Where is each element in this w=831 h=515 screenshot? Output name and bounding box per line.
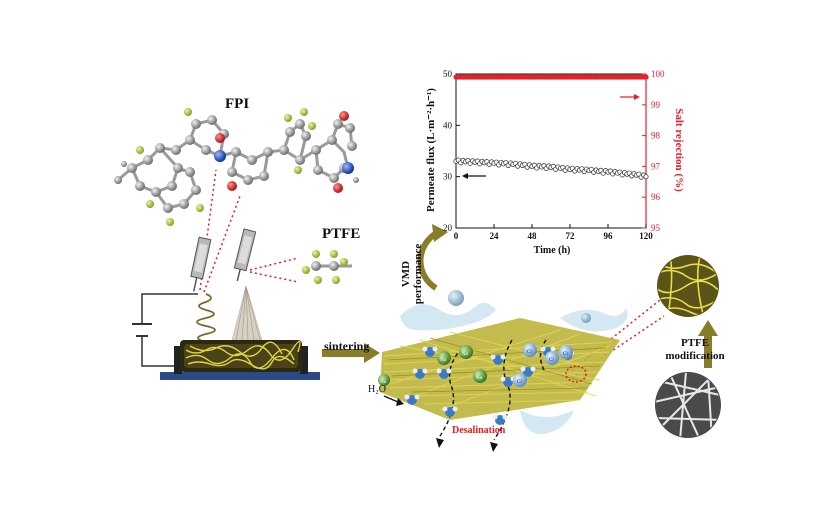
flux-point: [643, 174, 649, 180]
y-axis-label-left: Permeate flux (L·m⁻²·h⁻¹): [425, 88, 437, 212]
membrane-scene: [378, 290, 628, 452]
y-left-tick-label: 30: [443, 172, 453, 182]
rejection-series: [453, 74, 649, 80]
sintering-arrow: [322, 343, 380, 363]
water-molecules: [404, 346, 574, 425]
flux-series: [453, 157, 649, 180]
cl-label: Cl: [527, 350, 532, 355]
na-label: Na: [440, 358, 447, 363]
plot-area: [455, 73, 647, 229]
y-right-tick-label: 97: [651, 161, 661, 171]
y-right-tick-label: 100: [651, 69, 665, 79]
cl-label: Cl: [517, 380, 522, 385]
cl-label: Cl: [549, 358, 554, 363]
electrospinning-setup: [132, 228, 320, 380]
sem-image-modified: [657, 255, 719, 317]
na-label: Na: [380, 380, 387, 385]
x-tick-label: 96: [604, 231, 614, 241]
vmd-line2: performance: [412, 243, 424, 305]
x-axis-label: Time (h): [534, 245, 571, 256]
vmd-curved-arrow: [417, 224, 448, 291]
flux-axis-arrow: [462, 173, 486, 179]
fpi-molecule: [114, 108, 359, 226]
x-tick-label: 24: [490, 231, 500, 241]
rejection-axis-arrow: [620, 94, 640, 100]
ptfe-label: PTFE: [322, 226, 361, 242]
y-left-tick-label: 50: [443, 69, 453, 79]
x-tick-label: 0: [454, 231, 459, 241]
na-label: Na: [476, 376, 483, 381]
vmd-performance-label: VMD performance: [400, 242, 424, 306]
chart-frame: [455, 73, 647, 229]
ptfe-modification-line1: PTFE: [680, 337, 710, 349]
sintering-label: sintering: [324, 339, 370, 353]
y-right-tick-label: 95: [651, 223, 661, 233]
ptfe-modification-line2: modification: [665, 350, 725, 362]
cl-ions: [513, 343, 573, 387]
y-axis-label-right: Salt rejection (%): [673, 108, 685, 192]
y-left-tick-label: 20: [443, 223, 453, 233]
h2o-label: H₂O: [368, 384, 386, 395]
cl-label: Cl: [563, 352, 568, 357]
y-left-tick-label: 40: [443, 120, 453, 130]
chart-ticks: [455, 73, 647, 229]
na-label: Na: [462, 352, 469, 357]
flux-rejection-chart: 0 24 48 72 96 120 20 30 40 50 95 96 97 98 99 100 Permea…: [425, 69, 685, 256]
y-right-tick-label: 99: [651, 100, 661, 110]
rejection-point: [643, 74, 649, 80]
na-ions: [378, 345, 487, 386]
ptfe-molecule: [302, 250, 352, 284]
y-right-tick-label: 96: [651, 192, 661, 202]
x-tick-label: 48: [528, 231, 538, 241]
desalination-label: Desalination: [452, 425, 506, 436]
fpi-label: FPI: [225, 96, 250, 112]
vmd-line1: VMD: [400, 260, 412, 288]
sem-image-pristine: [655, 372, 721, 438]
chart-tick-labels: 0 24 48 72 96 120 20 30 40 50 95 96 97 98 99 100: [443, 69, 665, 241]
x-tick-label: 72: [566, 231, 576, 241]
y-right-tick-label: 98: [651, 131, 661, 141]
ptfe-modification-arrow: [698, 320, 718, 368]
x-tick-label: 120: [639, 231, 653, 241]
ptfe-modification-label: PTFE modification: [655, 337, 735, 363]
